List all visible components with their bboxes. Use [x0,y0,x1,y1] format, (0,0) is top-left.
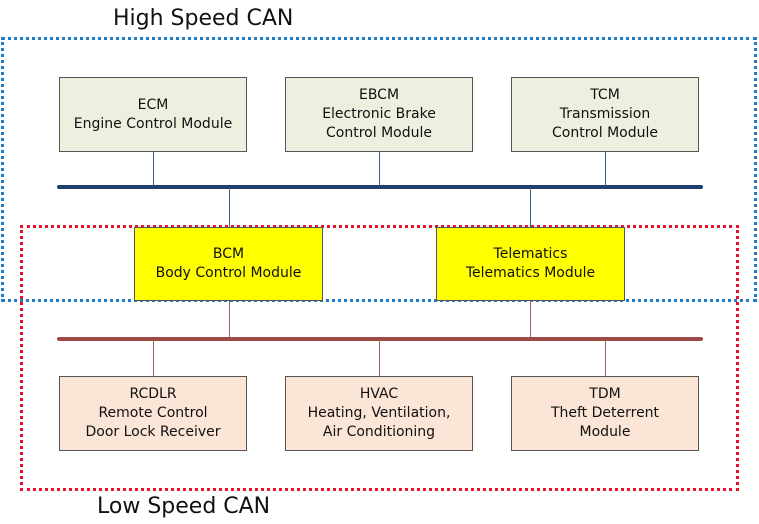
ecm-module: ECM Engine Control Module [59,77,247,152]
tcm-full-name-line2: Control Module [552,125,658,141]
telematics-low-bus-connector [530,300,531,338]
telematics-module: Telematics Telematics Module [436,227,625,301]
ebcm-acronym: EBCM [358,87,400,103]
tdm-module: TDM Theft Deterrent Module [511,376,699,451]
bcm-acronym: BCM [212,246,245,262]
ebcm-full-name-line1: Electronic Brake [322,106,436,122]
tdm-acronym: TDM [589,386,621,402]
bcm-high-bus-connector [229,188,230,228]
telematics-acronym: Telematics [493,246,568,262]
bcm-module: BCM Body Control Module [134,227,323,301]
telematics-full-name: Telematics Module [465,265,596,281]
high-speed-bus [57,185,703,189]
high-speed-can-title: High Speed CAN [113,6,294,31]
tdm-full-name-line1: Theft Deterrent [550,405,660,421]
ecm-bus-connector [153,151,154,186]
rcdlr-full-name-line2: Door Lock Receiver [85,424,221,440]
ebcm-module: EBCM Electronic Brake Control Module [285,77,473,152]
hvac-acronym: HVAC [359,386,399,402]
bcm-low-bus-connector [229,300,230,338]
tcm-full-name-line1: Transmission [559,106,651,122]
rcdlr-bus-connector [153,340,154,377]
ebcm-bus-connector [379,151,380,186]
ecm-full-name: Engine Control Module [73,115,233,132]
hvac-full-name-line1: Heating, Ventilation, [307,405,451,421]
ebcm-full-name-line2: Control Module [326,125,432,141]
tcm-bus-connector [605,151,606,186]
hvac-full-name-line2: Air Conditioning [322,424,436,440]
high-speed-can-region [1,37,757,302]
low-speed-can-title: Low Speed CAN [97,494,271,519]
tcm-acronym: TCM [590,87,620,103]
hvac-bus-connector [379,340,380,377]
low-speed-can-region [20,225,739,491]
rcdlr-acronym: RCDLR [129,386,177,402]
telematics-high-bus-connector [530,188,531,228]
bcm-full-name: Body Control Module [155,265,302,281]
low-speed-bus [57,337,703,341]
tdm-full-name-line2: Module [579,424,631,440]
rcdlr-full-name-line1: Remote Control [98,405,208,421]
tcm-module: TCM Transmission Control Module [511,77,699,152]
ecm-acronym: ECM [137,96,169,113]
rcdlr-module: RCDLR Remote Control Door Lock Receiver [59,376,247,451]
tdm-bus-connector [605,340,606,377]
hvac-module: HVAC Heating, Ventilation, Air Condition… [285,376,473,451]
